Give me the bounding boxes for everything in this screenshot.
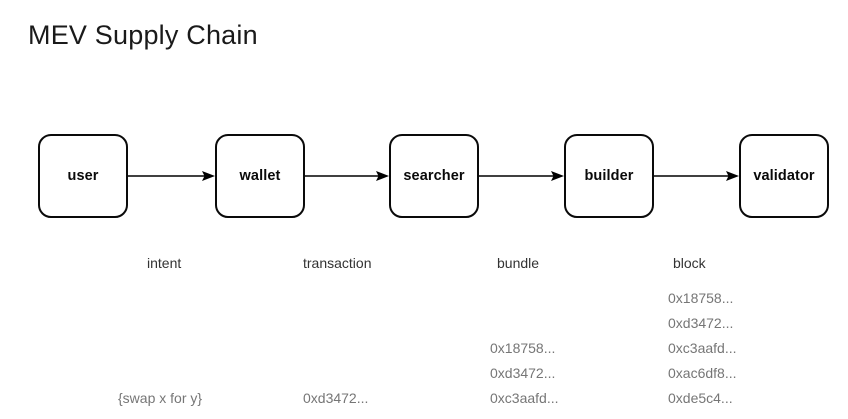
node-wallet-label: wallet — [239, 168, 281, 184]
arrow-user-to-wallet-icon — [128, 169, 215, 183]
payload-item: 0xd3472... — [668, 315, 734, 331]
node-validator[interactable]: validator — [739, 134, 829, 218]
node-user[interactable]: user — [38, 134, 128, 218]
page-title: MEV Supply Chain — [28, 20, 258, 50]
arrow-searcher-to-builder-icon — [479, 169, 564, 183]
node-builder[interactable]: builder — [564, 134, 654, 218]
payload-item: 0xc3aafd... — [668, 340, 737, 356]
arrow-wallet-to-searcher-icon — [305, 169, 389, 183]
edge-label-block-text: block — [673, 255, 706, 271]
payload-item: 0xc3aafd... — [490, 390, 559, 406]
payload-item: 0x18758... — [668, 290, 734, 306]
edge-label-bundle-text: bundle — [497, 255, 540, 271]
edge-label-intent-text: intent — [147, 255, 182, 271]
edge-label-bundle: bundle — [497, 254, 662, 272]
node-searcher-label: searcher — [403, 168, 465, 184]
payload-list-block: 0x18758... 0xd3472... 0xc3aafd... 0xac6d… — [668, 286, 833, 411]
payload-item: 0x18758... — [490, 340, 556, 356]
edge-label-transaction-text: transaction — [303, 255, 372, 271]
payload-item: {swap x for y} — [118, 390, 203, 406]
payload-item: 0xac6df8... — [668, 365, 737, 381]
payload-item: 0xd3472... — [490, 365, 556, 381]
payload-list-transaction: 0xd3472... — [303, 286, 468, 411]
arrow-builder-to-validator-icon — [654, 169, 739, 183]
payload-list-bundle: 0x18758... 0xd3472... 0xc3aafd... — [490, 286, 655, 411]
node-wallet[interactable]: wallet — [215, 134, 305, 218]
edge-label-intent: intent — [147, 254, 312, 272]
node-searcher[interactable]: searcher — [389, 134, 479, 218]
payload-item: 0xd3472... — [303, 390, 369, 406]
edge-label-transaction: transaction — [303, 254, 468, 272]
payload-item: 0xde5c4... — [668, 390, 733, 406]
node-validator-label: validator — [753, 168, 815, 184]
edge-label-block: block — [673, 254, 838, 272]
node-user-label: user — [67, 168, 99, 184]
payload-list-intent: {swap x for y} — [118, 286, 308, 411]
node-builder-label: builder — [584, 168, 634, 184]
